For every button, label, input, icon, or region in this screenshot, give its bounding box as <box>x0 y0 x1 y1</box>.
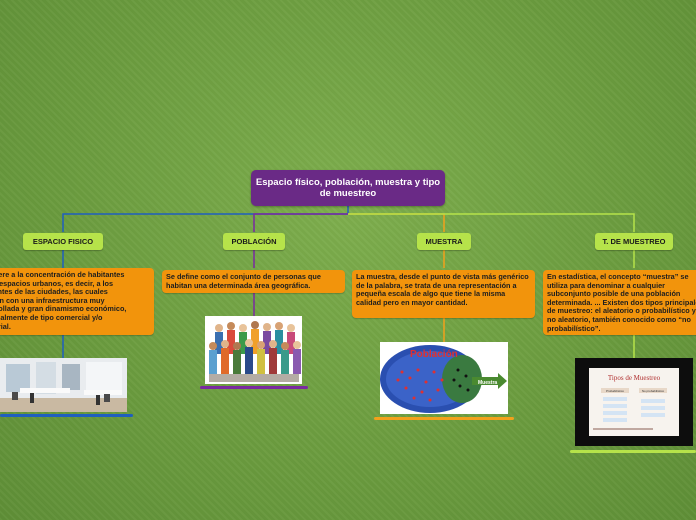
tipos-muestreo-image[interactable]: Tipos de Muestreo Probabilístico No prob… <box>575 358 693 446</box>
poblacion-muestra-illustration: Población Muestra <box>380 342 508 414</box>
tipo-muestreo-underline <box>570 450 696 453</box>
branch-poblacion[interactable]: POBLACIÓN <box>223 233 285 250</box>
tipos-muestreo-slide: Tipos de Muestreo Probabilístico No prob… <box>575 358 693 446</box>
crowd-illustration <box>209 321 301 382</box>
espacio-fisico-description[interactable]: Se refiere a la concentración de habitan… <box>0 268 154 335</box>
tipos-col2-header: No probabilístico <box>642 389 665 393</box>
branch-espacio-fisico-label: ESPACIO FISICO <box>32 237 94 246</box>
poblacion-image-title: Población <box>410 349 458 360</box>
branch-tipo-muestreo-label: T. DE MUESTREO <box>602 237 666 246</box>
central-topic[interactable]: Espacio físico, población, muestra y tip… <box>251 170 445 206</box>
branch-muestra[interactable]: MUESTRA <box>417 233 471 250</box>
branch-espacio-fisico[interactable]: ESPACIO FISICO <box>23 233 103 250</box>
poblacion-muestra-image[interactable]: Población Muestra <box>380 342 508 414</box>
central-topic-title: Espacio físico, población, muestra y tip… <box>255 177 441 199</box>
poblacion-underline <box>200 386 308 389</box>
poblacion-description[interactable]: Se define como el conjunto de personas q… <box>162 270 345 293</box>
tipos-col1-header: Probabilístico <box>606 389 624 393</box>
muestra-image-label: Muestra <box>478 380 497 386</box>
branch-muestra-label: MUESTRA <box>425 237 463 246</box>
office-illustration <box>0 358 127 412</box>
branch-tipo-muestreo[interactable]: T. DE MUESTREO <box>595 233 673 250</box>
office-image[interactable] <box>0 358 127 412</box>
tipos-slide-title: Tipos de Muestreo <box>608 374 661 382</box>
muestra-underline <box>374 417 514 420</box>
espacio-fisico-underline <box>0 414 133 417</box>
muestra-description[interactable]: La muestra, desde el punto de vista más … <box>352 270 535 318</box>
branch-poblacion-label: POBLACIÓN <box>231 237 277 246</box>
tipo-muestreo-description[interactable]: En estadística, el concepto “muestra” se… <box>543 270 696 335</box>
crowd-image[interactable] <box>205 316 302 384</box>
